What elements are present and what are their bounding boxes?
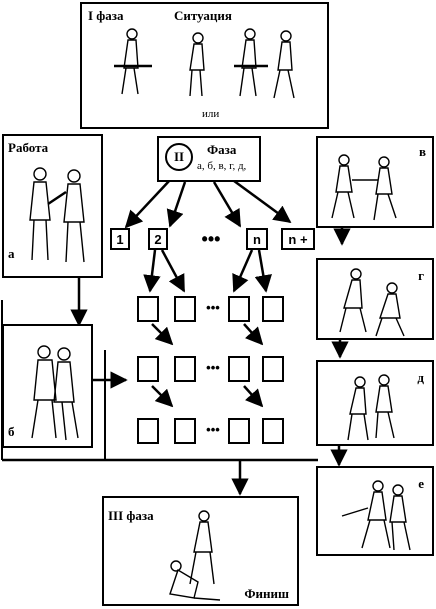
grid-box [137, 418, 159, 444]
phase1-box: I фаза Ситуация или [80, 2, 329, 129]
grid-box [228, 356, 250, 382]
step-n-box: n [246, 228, 268, 250]
finish-label: Финиш [244, 586, 289, 601]
step-n-plus-box: n + [281, 228, 315, 250]
phase1-figures-illustration [114, 28, 295, 99]
grid-box [262, 296, 284, 322]
grid-ellipsis: ••• [206, 360, 220, 375]
work-a-illustration [29, 167, 85, 263]
label-d: д [417, 370, 424, 385]
grid-ellipsis: ••• [206, 300, 220, 315]
right-g-illustration [339, 268, 405, 337]
grid-ellipsis: ••• [206, 422, 220, 437]
work-b-box: б [2, 324, 93, 448]
work-a-box: Работа а [2, 134, 103, 278]
grid-box [262, 356, 284, 382]
phase1-title: I фаза [88, 8, 124, 23]
phase2-roman-circle: II [165, 143, 193, 171]
step-1-box: 1 [110, 228, 130, 250]
label-g: г [418, 268, 424, 283]
grid-box [174, 356, 196, 382]
right-d-box: д [316, 360, 434, 446]
situation-title: Ситуация [174, 8, 232, 23]
right-v-box: в [316, 136, 434, 228]
step-ellipsis: ••• [201, 229, 221, 249]
grid-box [228, 418, 250, 444]
phase3-title: III фаза [108, 508, 154, 523]
phase3-box: III фаза Финиш [102, 496, 299, 606]
right-d-illustration [347, 374, 395, 441]
grid-box [262, 418, 284, 444]
grid-box [174, 418, 196, 444]
work-b-illustration [31, 345, 79, 441]
phase2-box: II Фаза а, б, в, г, д, [157, 136, 261, 182]
right-g-box: г [316, 258, 434, 340]
grid-box [174, 296, 196, 322]
label-b: б [8, 424, 15, 439]
right-e-box: е [316, 466, 434, 556]
phase2-title: Фаза [207, 142, 237, 157]
or-label: или [202, 108, 220, 120]
work-title: Работа [8, 140, 49, 155]
grid-box [137, 356, 159, 382]
label-a: а [8, 246, 15, 261]
grid-box [137, 296, 159, 322]
phase2-roman: II [173, 149, 185, 164]
phase3-illustration [169, 510, 221, 601]
label-v: в [418, 144, 426, 159]
grid-box [228, 296, 250, 322]
right-e-illustration [341, 480, 411, 551]
label-e: е [418, 476, 424, 491]
step-2-box: 2 [148, 228, 168, 250]
phase2-subtitle: а, б, в, г, д, [197, 160, 247, 172]
right-v-illustration [331, 154, 397, 221]
